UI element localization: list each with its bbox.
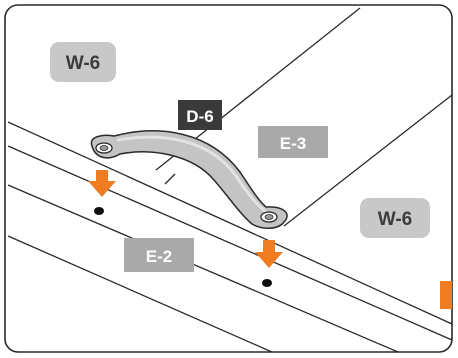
bracket-icon: [90, 130, 288, 229]
arrow-down-icon: [88, 170, 116, 197]
label-e2-text: E-2: [146, 247, 172, 266]
arrow-partial-edge: [440, 281, 452, 309]
diagram-frame: [4, 4, 453, 353]
label-d6-text: D-6: [186, 107, 213, 126]
arrow-down-icon: [255, 240, 283, 268]
label-e3: E-3: [258, 126, 328, 158]
label-d6: D-6: [178, 100, 222, 130]
label-e2: E-2: [124, 238, 194, 272]
screw-hole-icon: [262, 279, 272, 287]
label-e3-text: E-3: [280, 134, 306, 153]
label-w6-top: W-6: [50, 42, 116, 82]
label-w6-top-text: W-6: [66, 53, 100, 74]
label-w6-right-text: W-6: [378, 209, 412, 230]
label-w6-right: W-6: [360, 198, 430, 238]
screw-hole-icon: [94, 207, 104, 215]
panel-e2-edges: [7, 121, 453, 353]
